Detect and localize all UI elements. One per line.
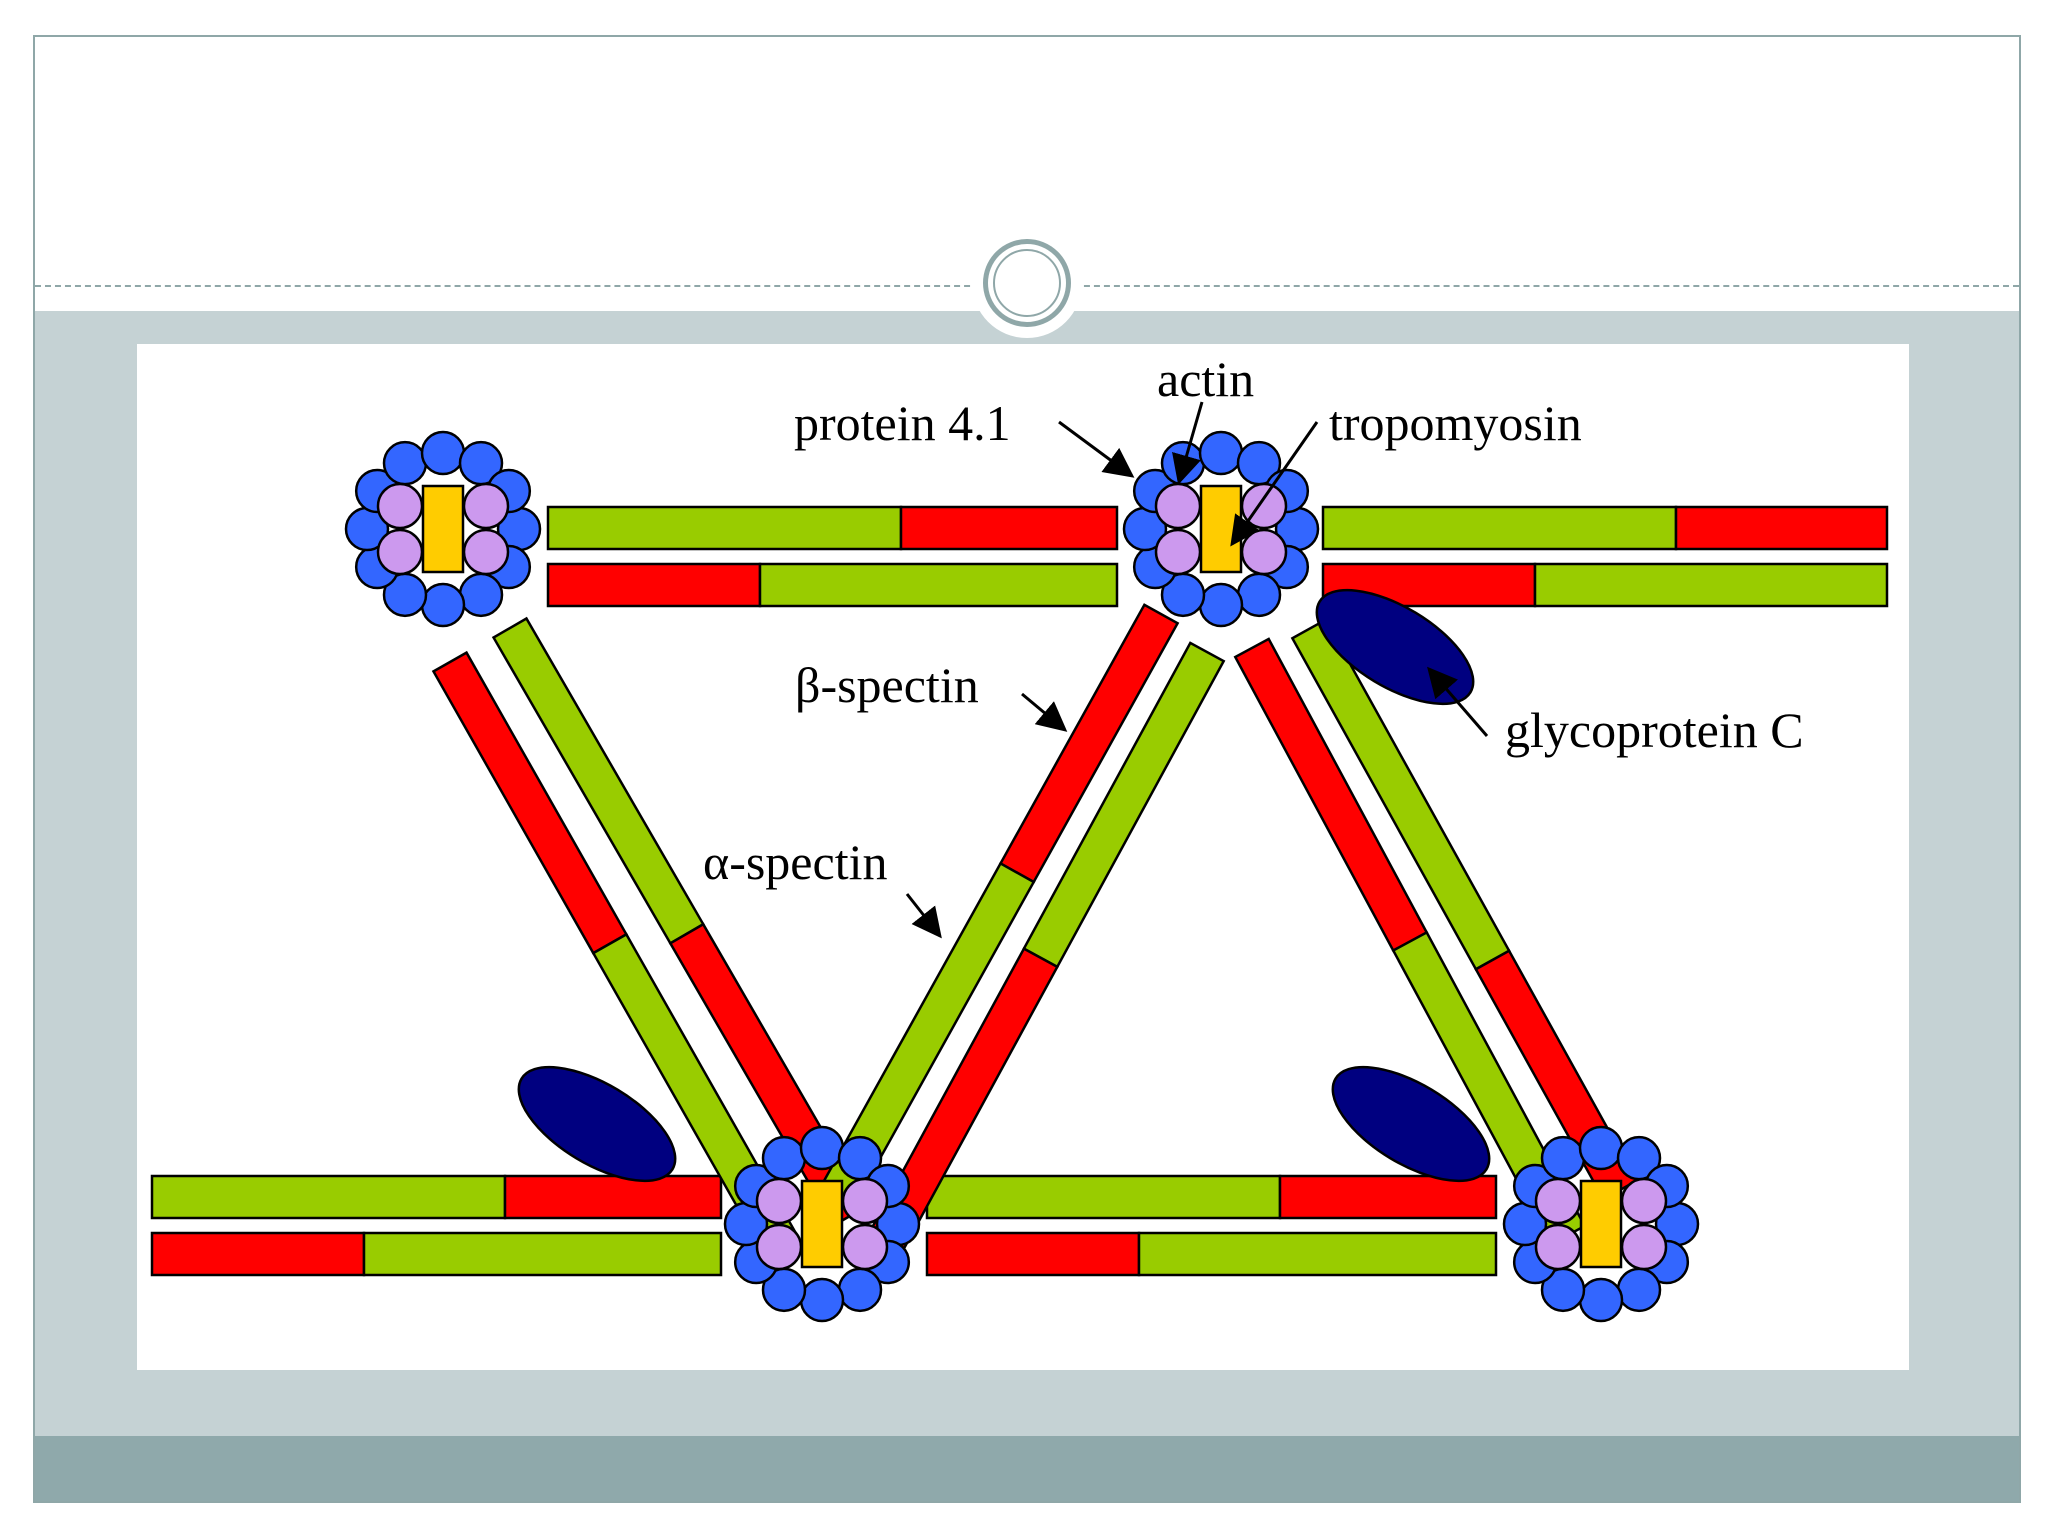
alpha-spectin-segment <box>758 562 1119 608</box>
alpha-spectin-segment <box>1321 505 1678 551</box>
beta-spectin-segment <box>150 1231 366 1277</box>
glycoprotein-c <box>1331 1065 1491 1183</box>
label-beta-spectin: β-spectin <box>795 657 979 713</box>
junctional-complex <box>344 430 542 628</box>
actin-monomer <box>382 440 428 486</box>
tropomyosin <box>800 1179 844 1269</box>
protein-4-1 <box>841 1177 889 1225</box>
actin-monomer <box>1236 572 1282 618</box>
spectrin-network-diagram: actin protein 4.1 tropomyosin β-spectin … <box>150 351 1889 1323</box>
protein-4-1 <box>462 482 510 530</box>
protein-4-1 <box>1534 1177 1582 1225</box>
actin-monomer <box>799 1125 845 1171</box>
arrow-glycoprotein-c <box>1427 666 1489 737</box>
alpha-spectin-segment <box>1533 562 1889 608</box>
tropomyosin <box>1199 484 1243 574</box>
arrow-tropomyosin <box>1230 421 1319 547</box>
protein-4-1 <box>1620 1223 1668 1271</box>
protein-4-1 <box>1154 528 1202 576</box>
protein-4-1 <box>755 1177 803 1225</box>
alpha-spectin-segment <box>546 505 903 551</box>
label-actin: actin <box>1157 351 1254 407</box>
spectrin-bars <box>150 505 1889 1277</box>
alpha-spectin-segment <box>362 1231 723 1277</box>
beta-spectin-segment <box>546 562 762 608</box>
actin-monomer <box>1578 1277 1624 1323</box>
junctional-complex <box>723 1125 921 1323</box>
ornament-ring-icon <box>983 239 1071 327</box>
actin-monomer <box>1540 1135 1586 1181</box>
diagram-panel: actin protein 4.1 tropomyosin β-spectin … <box>137 344 1909 1370</box>
alpha-spectin-segment <box>925 1174 1282 1220</box>
alpha-spectin-segment <box>1137 1231 1498 1277</box>
beta-spectin-segment <box>925 1231 1141 1277</box>
label-alpha-spectin: α-spectin <box>703 834 887 890</box>
actin-monomer <box>1616 1267 1662 1313</box>
actin-monomer <box>1578 1125 1624 1171</box>
protein-4-1 <box>376 482 424 530</box>
actin-monomer <box>1198 582 1244 628</box>
actin-monomer <box>420 582 466 628</box>
label-protein-4-1: protein 4.1 <box>794 395 1011 451</box>
protein-4-1 <box>1240 528 1288 576</box>
diagonal-strand-d <box>868 641 1226 1251</box>
label-arrows <box>905 401 1489 939</box>
alpha-spectin-segment <box>150 1174 507 1220</box>
tropomyosin <box>421 484 465 574</box>
arrow-alpha-spectin <box>905 893 942 939</box>
beta-spectin-segment <box>1674 505 1889 551</box>
actin-monomer <box>761 1135 807 1181</box>
protein-4-1 <box>755 1223 803 1271</box>
actin-monomer <box>458 572 504 618</box>
junctional-complexes <box>344 430 1700 1323</box>
diagonal-strand-c <box>815 603 1180 1213</box>
arrow-actin <box>1172 401 1204 485</box>
label-tropomyosin: tropomyosin <box>1329 395 1582 451</box>
protein-4-1 <box>376 528 424 576</box>
actin-monomer <box>420 430 466 476</box>
junctional-complex <box>1502 1125 1700 1323</box>
protein-4-1 <box>1534 1223 1582 1271</box>
protein-4-1 <box>1154 482 1202 530</box>
protein-4-1 <box>841 1223 889 1271</box>
protein-4-1 <box>462 528 510 576</box>
junctional-complex <box>1122 430 1320 628</box>
actin-monomer <box>837 1267 883 1313</box>
arrow-protein-4-1 <box>1058 420 1135 478</box>
tropomyosin <box>1579 1179 1623 1269</box>
label-glycoprotein-c: glycoprotein C <box>1505 702 1804 758</box>
actin-monomer <box>799 1277 845 1323</box>
beta-spectin-segment <box>899 505 1119 551</box>
actin-monomer <box>1198 430 1244 476</box>
slide-footer-bar <box>35 1436 2019 1501</box>
protein-4-1 <box>1620 1177 1668 1225</box>
beta-spectin-segment <box>503 1174 723 1220</box>
beta-spectin-segment <box>1278 1174 1498 1220</box>
diagram-labels: actin protein 4.1 tropomyosin β-spectin … <box>703 351 1804 890</box>
arrow-beta-spectin <box>1021 692 1068 732</box>
glycoprotein-c <box>517 1065 677 1183</box>
